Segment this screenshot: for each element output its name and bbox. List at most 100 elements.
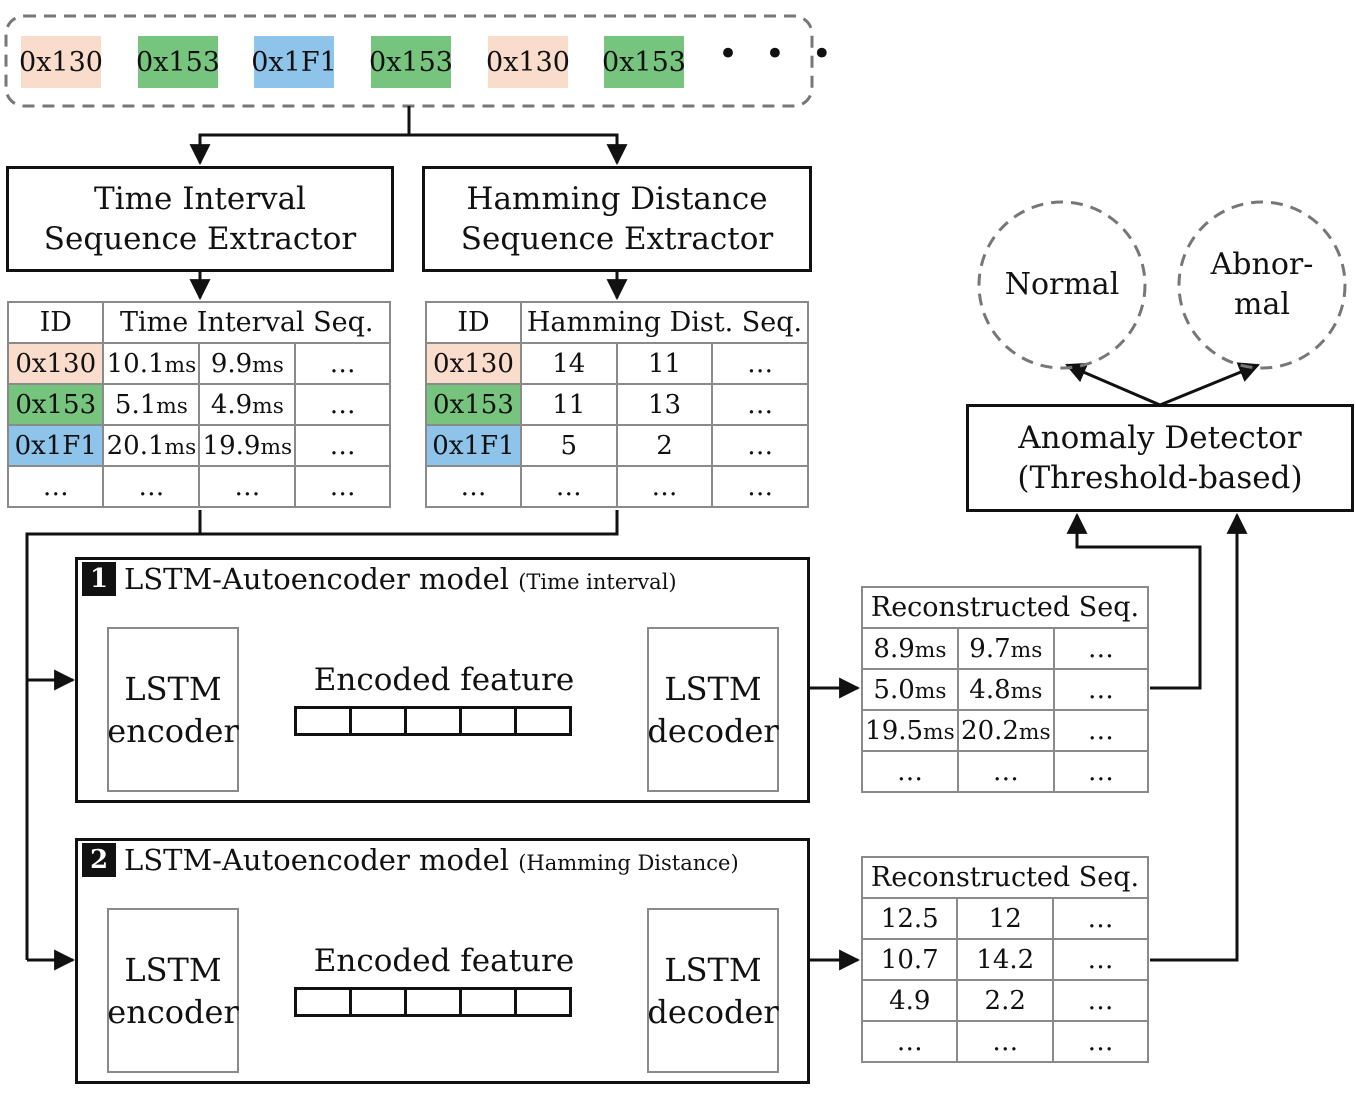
more-cell: …	[1052, 668, 1150, 711]
recon-value: 14.2	[956, 938, 1054, 981]
hamming-value: …	[519, 465, 618, 508]
more-cell: …	[1051, 979, 1150, 1022]
time-table-id-header: ID	[6, 301, 105, 344]
recon-value: …	[861, 750, 959, 793]
time-interval-extractor: Time Interval Sequence Extractor	[6, 166, 394, 272]
more-cell: …	[711, 424, 809, 467]
feature-cell	[459, 706, 517, 736]
hamming-value: 13	[615, 383, 714, 426]
input-id-chip: 0x130	[486, 36, 570, 88]
recon-value: 12.5	[860, 897, 959, 940]
hamming-value: 14	[519, 342, 618, 385]
table-row: 19.5ms 20.2ms …	[861, 709, 1150, 752]
feature-cell	[514, 706, 572, 736]
detector-to-abnormal	[1159, 362, 1260, 407]
normal-label: Normal	[1004, 267, 1120, 302]
hamming-value: …	[615, 465, 714, 508]
time-value: …	[102, 465, 201, 508]
split-connector	[198, 106, 619, 160]
model1-encoded-feature: Encoded feature	[274, 654, 614, 754]
model1-badge: 1	[82, 562, 116, 596]
time-value: 20.1ms	[102, 424, 201, 467]
recon-value: 4.8ms	[956, 668, 1055, 711]
table-row: 0x1F1 20.1ms 19.9ms …	[6, 424, 391, 467]
more-cell: …	[294, 424, 391, 467]
feature-cell	[349, 987, 407, 1017]
time-interval-table: ID Time Interval Seq. 0x130 10.1ms 9.9ms…	[6, 301, 391, 508]
more-cell: …	[1052, 627, 1150, 670]
recon-value: 2.2	[956, 979, 1054, 1022]
model2-feature-vector	[294, 987, 572, 1017]
hamming-distance-extractor: Hamming Distance Sequence Extractor	[422, 166, 812, 272]
recon-value: 9.7ms	[956, 627, 1055, 670]
abnormal-outcome: Abnor- mal	[1179, 202, 1345, 368]
time-value: 19.9ms	[198, 424, 297, 467]
more-cell: …	[294, 342, 391, 385]
table-row: … … … …	[6, 465, 391, 508]
model2-encoded-feature: Encoded feature	[274, 935, 614, 1035]
more-cell: …	[1052, 709, 1150, 752]
table-row: 0x130 14 11 …	[425, 342, 809, 385]
hamming-value: 11	[519, 383, 618, 426]
more-cell: …	[1052, 750, 1150, 793]
hamming-value: 5	[519, 424, 618, 467]
more-cell: …	[294, 465, 391, 508]
table-row: 8.9ms 9.7ms …	[861, 627, 1150, 670]
time-value: …	[198, 465, 297, 508]
recon-value: …	[956, 750, 1055, 793]
table-row: 0x130 10.1ms 9.9ms …	[6, 342, 391, 385]
feature-cell	[459, 987, 517, 1017]
table-row: … … …	[861, 750, 1150, 793]
model1-title: LSTM-Autoencoder model (Time interval)	[124, 562, 677, 596]
abnormal-label-line2: mal	[1234, 287, 1290, 322]
table-row: 4.9 2.2 …	[860, 979, 1150, 1022]
normal-outcome: Normal	[979, 202, 1145, 368]
table-row: 12.5 12 …	[860, 897, 1150, 940]
more-cell: …	[711, 383, 809, 426]
feature-cell	[294, 706, 352, 736]
detector-line2: (Threshold-based)	[1017, 460, 1303, 496]
recon-value: 5.0ms	[861, 668, 959, 711]
recon-value: …	[860, 1020, 959, 1063]
recon-value: 12	[956, 897, 1054, 940]
hamming-value: 11	[615, 342, 714, 385]
model2-encoded-feature-label: Encoded feature	[313, 943, 575, 979]
hamming-distance-table: ID Hamming Dist. Seq. 0x130 14 11 … 0x15…	[425, 301, 810, 508]
model2-badge: 2	[82, 843, 116, 877]
time-value: 5.1ms	[102, 383, 201, 426]
hamming-value: 2	[615, 424, 714, 467]
more-cell: …	[294, 383, 391, 426]
more-cell: …	[711, 465, 809, 508]
feature-cell	[514, 987, 572, 1017]
input-id-chip: 0x153	[369, 36, 453, 88]
more-cell: …	[1051, 1020, 1150, 1063]
hamming-extractor-line1: Hamming Distance	[466, 181, 768, 217]
more-cell: …	[1051, 938, 1150, 981]
table-row: … … …	[860, 1020, 1150, 1063]
table-row: … … … …	[425, 465, 809, 508]
feature-cell	[404, 706, 462, 736]
recon-value: …	[956, 1020, 1054, 1063]
lstm-autoencoder-model-1: 1 LSTM-Autoencoder model (Time interval)…	[75, 557, 810, 803]
time-value: 4.9ms	[198, 383, 297, 426]
table-row: 5.0ms 4.8ms …	[861, 668, 1150, 711]
time-table-seq-header: Time Interval Seq.	[102, 301, 391, 344]
recon1-header: Reconstructed Seq.	[861, 586, 1149, 629]
feature-cell	[404, 987, 462, 1017]
table-row: 0x1F1 5 2 …	[425, 424, 809, 467]
table-row: 10.7 14.2 …	[860, 938, 1150, 981]
recon-value: 4.9	[860, 979, 959, 1022]
row-id: 0x153	[425, 383, 522, 426]
recon-value: 8.9ms	[861, 627, 959, 670]
input-sequence-ellipsis: • • •	[718, 34, 840, 74]
time-extractor-line2: Sequence Extractor	[43, 221, 357, 257]
table-row: 0x153 11 13 …	[425, 383, 809, 426]
model2-subtitle: (Hamming Distance)	[518, 851, 739, 875]
model1-subtitle: (Time interval)	[518, 570, 677, 594]
model1-feature-vector	[294, 706, 572, 736]
reconstructed-seq-table-1: Reconstructed Seq. 8.9ms 9.7ms … 5.0ms 4…	[861, 586, 1150, 793]
time-value: 9.9ms	[198, 342, 297, 385]
model1-encoded-feature-label: Encoded feature	[313, 662, 575, 698]
detector-line1: Anomaly Detector	[1018, 420, 1302, 456]
